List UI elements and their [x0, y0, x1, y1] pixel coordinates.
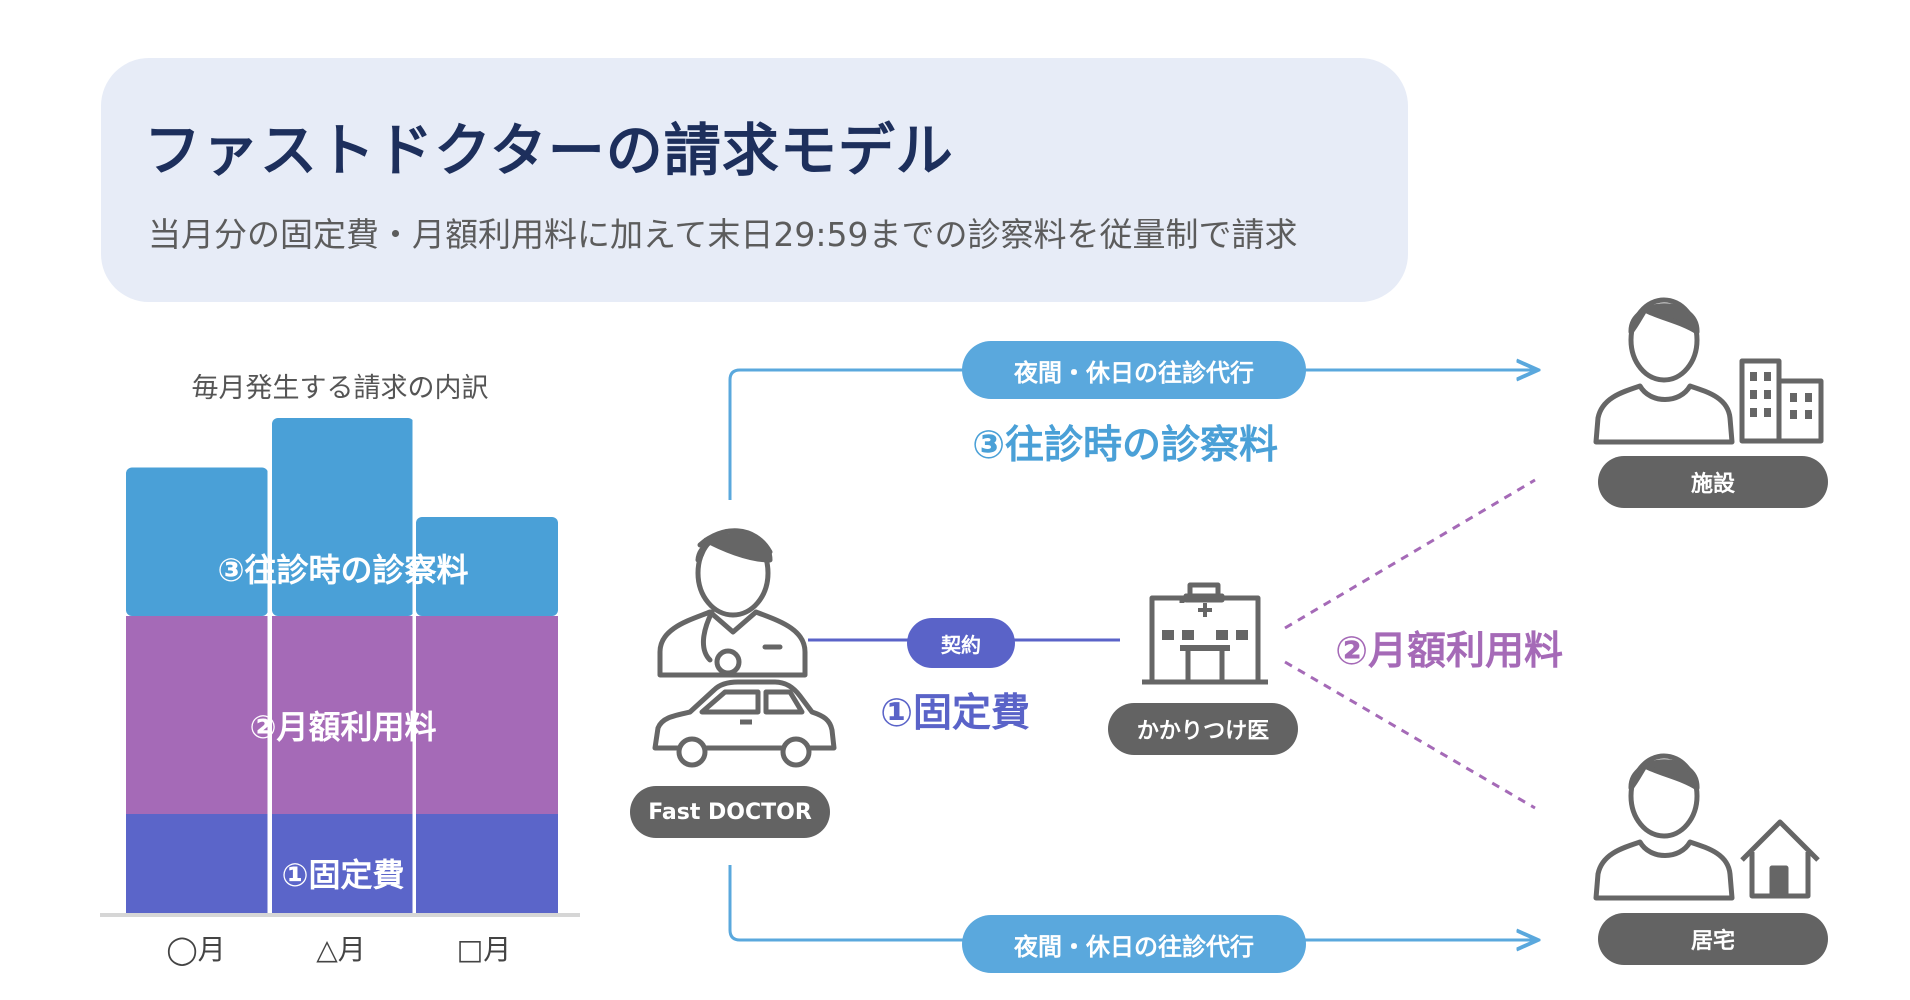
- bar-segment: [126, 814, 268, 913]
- bar-segment: [126, 616, 268, 814]
- segment-label-consultation: ③往診時の診察料: [217, 551, 469, 589]
- facility-dashed-line: [1284, 478, 1536, 630]
- contract-pill: 契約: [907, 618, 1015, 668]
- patient-icon: [1593, 753, 1735, 901]
- hospital-icon: [1142, 582, 1268, 685]
- bottom-service-pill: 夜間・休日の往診代行: [962, 915, 1306, 973]
- stacked-bar-chart: [100, 400, 580, 917]
- bar-segment: [272, 814, 414, 913]
- building-icon: [1739, 358, 1824, 444]
- bar-segment: [416, 814, 558, 913]
- facility-badge: 施設: [1598, 456, 1828, 508]
- fast-doctor-badge: Fast DOCTOR: [630, 786, 830, 838]
- bar-segment: [416, 517, 558, 616]
- doctor-icon: [657, 528, 808, 678]
- x-tick-label: ◯月: [166, 933, 226, 966]
- bottom-flow-line: [728, 865, 1538, 940]
- consultation-fee-label: ③往診時の診察料: [972, 423, 1279, 468]
- header-panel: [101, 58, 1408, 302]
- segment-label-fixed: ①固定費: [281, 856, 405, 894]
- top-flow-line: [728, 370, 1538, 500]
- chart-title: 毎月発生する請求の内訳: [191, 373, 489, 404]
- bar-segment: [416, 616, 558, 814]
- page-subtitle: 当月分の固定費・月額利用料に加えて末日29:59までの診察料を従量制で請求: [148, 215, 1298, 254]
- car-icon: [652, 679, 837, 768]
- monthly-fee-label: ②月額利用料: [1335, 629, 1564, 674]
- x-tick-label: △月: [316, 933, 366, 966]
- bar-segment: [126, 467, 268, 616]
- x-tick-label: □月: [456, 933, 512, 966]
- page-title: ファストドクターの請求モデル: [144, 118, 954, 184]
- home-badge: 居宅: [1598, 913, 1828, 965]
- house-icon: [1740, 819, 1820, 899]
- patient-icon: [1593, 297, 1735, 445]
- family-doctor-badge: かかりつけ医: [1108, 703, 1298, 755]
- home-dashed-line: [1284, 660, 1536, 810]
- bar-segment: [272, 418, 414, 616]
- bar-segment: [272, 616, 414, 814]
- fixed-fee-label: ①固定費: [880, 691, 1031, 736]
- top-service-pill: 夜間・休日の往診代行: [962, 341, 1306, 399]
- segment-label-monthly: ②月額利用料: [249, 708, 437, 746]
